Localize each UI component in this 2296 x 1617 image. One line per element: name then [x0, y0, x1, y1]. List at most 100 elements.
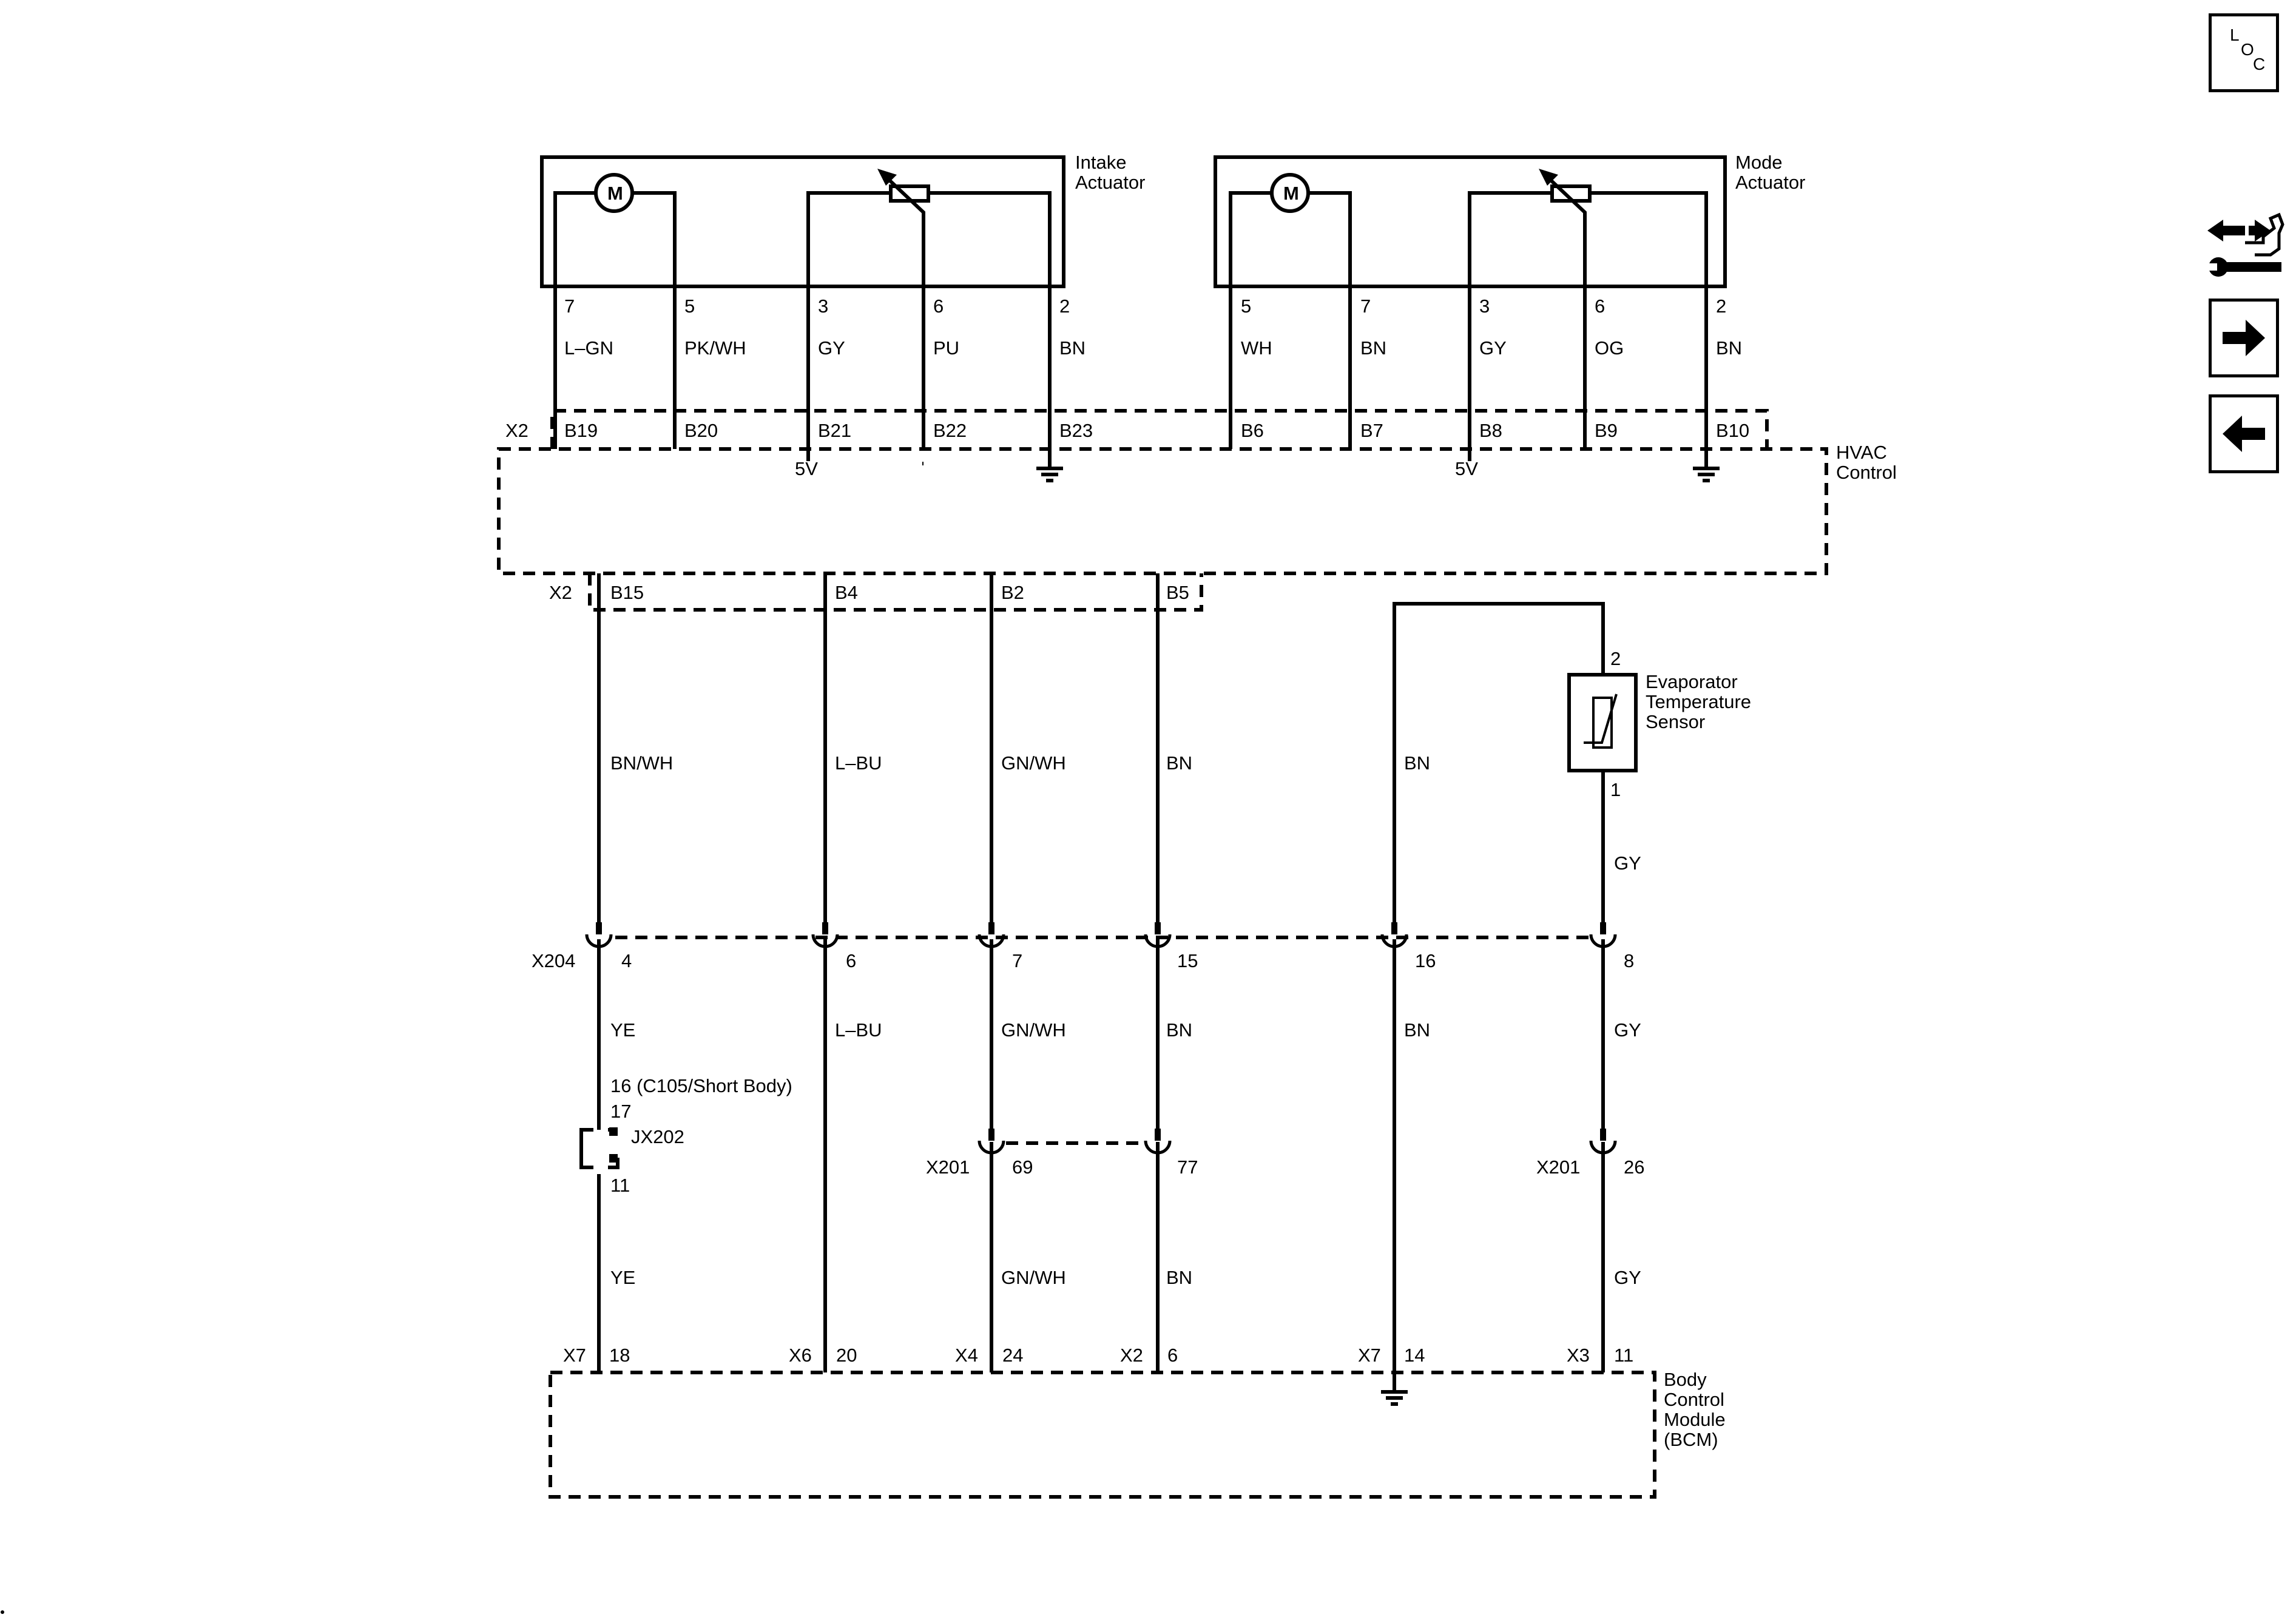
mode-actuator-name-1: Mode [1735, 152, 1783, 173]
intake-wire-color: GY [818, 337, 845, 359]
wire-color-label: GN/WH [1001, 752, 1066, 774]
mode-wire-color: WH [1241, 337, 1272, 359]
x204-inline-connector: X204 4 6 7 15 16 8 [532, 922, 1634, 971]
loc-icon: L O C [2230, 25, 2265, 73]
location-view-button[interactable]: L O C [2209, 13, 2279, 92]
bcm-name-2: Control [1664, 1389, 1724, 1410]
hvac-top-connector-label: X2 [505, 420, 528, 441]
evap-sensor-pin: 1 [1610, 779, 1621, 800]
intake-wire-color: L–GN [564, 337, 613, 359]
previous-page-button[interactable] [2209, 394, 2279, 473]
bcm-pin: 11 [1614, 1345, 1633, 1366]
evaporator-temperature-sensor: 2 1 Evaporator Temperature Sensor [1567, 648, 1751, 800]
connector-end-view-button[interactable] [2203, 206, 2288, 285]
intake-pin: 3 [818, 295, 828, 317]
wire-color-label: GY [1614, 1267, 1641, 1288]
bcm-pin: 20 [836, 1345, 857, 1366]
intake-pin: 5 [684, 295, 695, 317]
loc-letter: C [2253, 55, 2265, 73]
hvac-cavity: B10 [1716, 420, 1749, 441]
evap-sensor-pin: 2 [1610, 648, 1621, 669]
mode-pin: 7 [1360, 295, 1371, 317]
connector-end-view-icon [2204, 212, 2284, 277]
harness-wires [597, 573, 1605, 1372]
bcm-connector: X7 [563, 1345, 586, 1366]
hvac-5v-reference: 5V [1455, 458, 1478, 479]
bcm-connector: X4 [955, 1345, 978, 1366]
hvac-cavity: B6 [1241, 420, 1264, 441]
mode-pin: 6 [1595, 295, 1605, 317]
wire-color-label: L–BU [835, 1019, 882, 1041]
hvac-cavity: B8 [1479, 420, 1502, 441]
hvac-bottom-connector-label: X2 [549, 582, 572, 603]
x204-pin: 4 [621, 950, 632, 971]
x201-pin: 26 [1624, 1156, 1644, 1178]
bcm-pin: 24 [1002, 1345, 1023, 1366]
wire-color-label: BN [1404, 1019, 1430, 1041]
intake-actuator: Intake Actuator M 7 5 3 6 2 L–GN PK/WH G… [540, 152, 1145, 465]
intake-pin: 7 [564, 295, 575, 317]
mode-actuator-name-2: Actuator [1735, 172, 1805, 193]
hvac-control-name-1: HVAC [1836, 442, 1887, 463]
wire-color-label: GY [1614, 1019, 1641, 1041]
x201-pin: 77 [1177, 1156, 1198, 1178]
x201-label: X201 [926, 1156, 970, 1178]
ground-symbol [1381, 1372, 1408, 1406]
mode-actuator: Mode Actuator M 5 7 3 6 2 WH BN GY OG BN [1214, 152, 1805, 449]
mode-wire-color: GY [1479, 337, 1507, 359]
hvac-cavity: B4 [835, 582, 858, 603]
mode-wire-color: BN [1716, 337, 1742, 359]
hvac-cavity: B2 [1001, 582, 1024, 603]
bcm-name-1: Body [1664, 1369, 1707, 1390]
hvac-cavity: B9 [1595, 420, 1618, 441]
mode-pin: 3 [1479, 295, 1490, 317]
wire-color-label: YE [610, 1267, 635, 1288]
x201-pin: 69 [1012, 1156, 1033, 1178]
wire-color-label: BN [1166, 1019, 1192, 1041]
wire-color-label: BN [1404, 752, 1430, 774]
intake-wire-color: PU [933, 337, 959, 359]
x204-pin: 15 [1177, 950, 1198, 971]
hvac-x2-top-connector [550, 409, 1769, 449]
jx202-label: JX202 [631, 1126, 684, 1147]
intake-pin: 2 [1059, 295, 1070, 317]
evap-sensor-name-3: Sensor [1646, 711, 1705, 732]
hvac-control-module: X2 B19 B20 B21 B22 B23 B6 B7 B8 B9 B10 H… [497, 409, 1897, 612]
x204-pin: 6 [846, 950, 856, 971]
evap-sensor-name-1: Evaporator [1646, 671, 1738, 692]
hvac-control-name-2: Control [1836, 462, 1897, 483]
jx202-pin: 11 [610, 1175, 630, 1196]
x204-pin: 7 [1012, 950, 1022, 971]
x201-inline-connector: X201 69 77 X201 26 [926, 1129, 1644, 1178]
hvac-5v-reference: 5V [795, 458, 818, 479]
x204-label: X204 [532, 950, 575, 971]
hvac-x2-bottom-connector [588, 573, 1203, 612]
wire-color-label: GY [1614, 852, 1641, 874]
ground-symbol [1693, 449, 1720, 482]
intake-pin: 6 [933, 295, 944, 317]
bcm-name-3: Module [1664, 1409, 1726, 1430]
mode-motor-label: M [1283, 183, 1299, 204]
hvac-cavity: B22 [933, 420, 967, 441]
body-control-module: Body Control Module (BCM) X7 18 X6 20 X4… [549, 1345, 1726, 1499]
wire-color-label: YE [610, 1019, 635, 1041]
next-page-button[interactable] [2209, 299, 2279, 377]
bcm-pin: 18 [609, 1345, 630, 1366]
intake-wire-color: PK/WH [684, 337, 746, 359]
wire-color-label: GN/WH [1001, 1019, 1066, 1041]
intake-actuator-name-1: Intake [1075, 152, 1126, 173]
mode-wire-color: OG [1595, 337, 1624, 359]
intake-motor-label: M [607, 183, 623, 204]
jx202-note-1: 16 (C105/Short Body) [610, 1075, 792, 1096]
hvac-cavity: B21 [818, 420, 851, 441]
bcm-pin: 6 [1167, 1345, 1178, 1366]
x204-pin: 8 [1624, 950, 1634, 971]
wire-color-label: BN/WH [610, 752, 673, 774]
hvac-cavity: B7 [1360, 420, 1383, 441]
evap-sensor-name-2: Temperature [1646, 691, 1751, 712]
intake-actuator-name-2: Actuator [1075, 172, 1145, 193]
bcm-name-4: (BCM) [1664, 1429, 1718, 1450]
wire-color-label: L–BU [835, 752, 882, 774]
wire-color-label: GN/WH [1001, 1267, 1066, 1288]
